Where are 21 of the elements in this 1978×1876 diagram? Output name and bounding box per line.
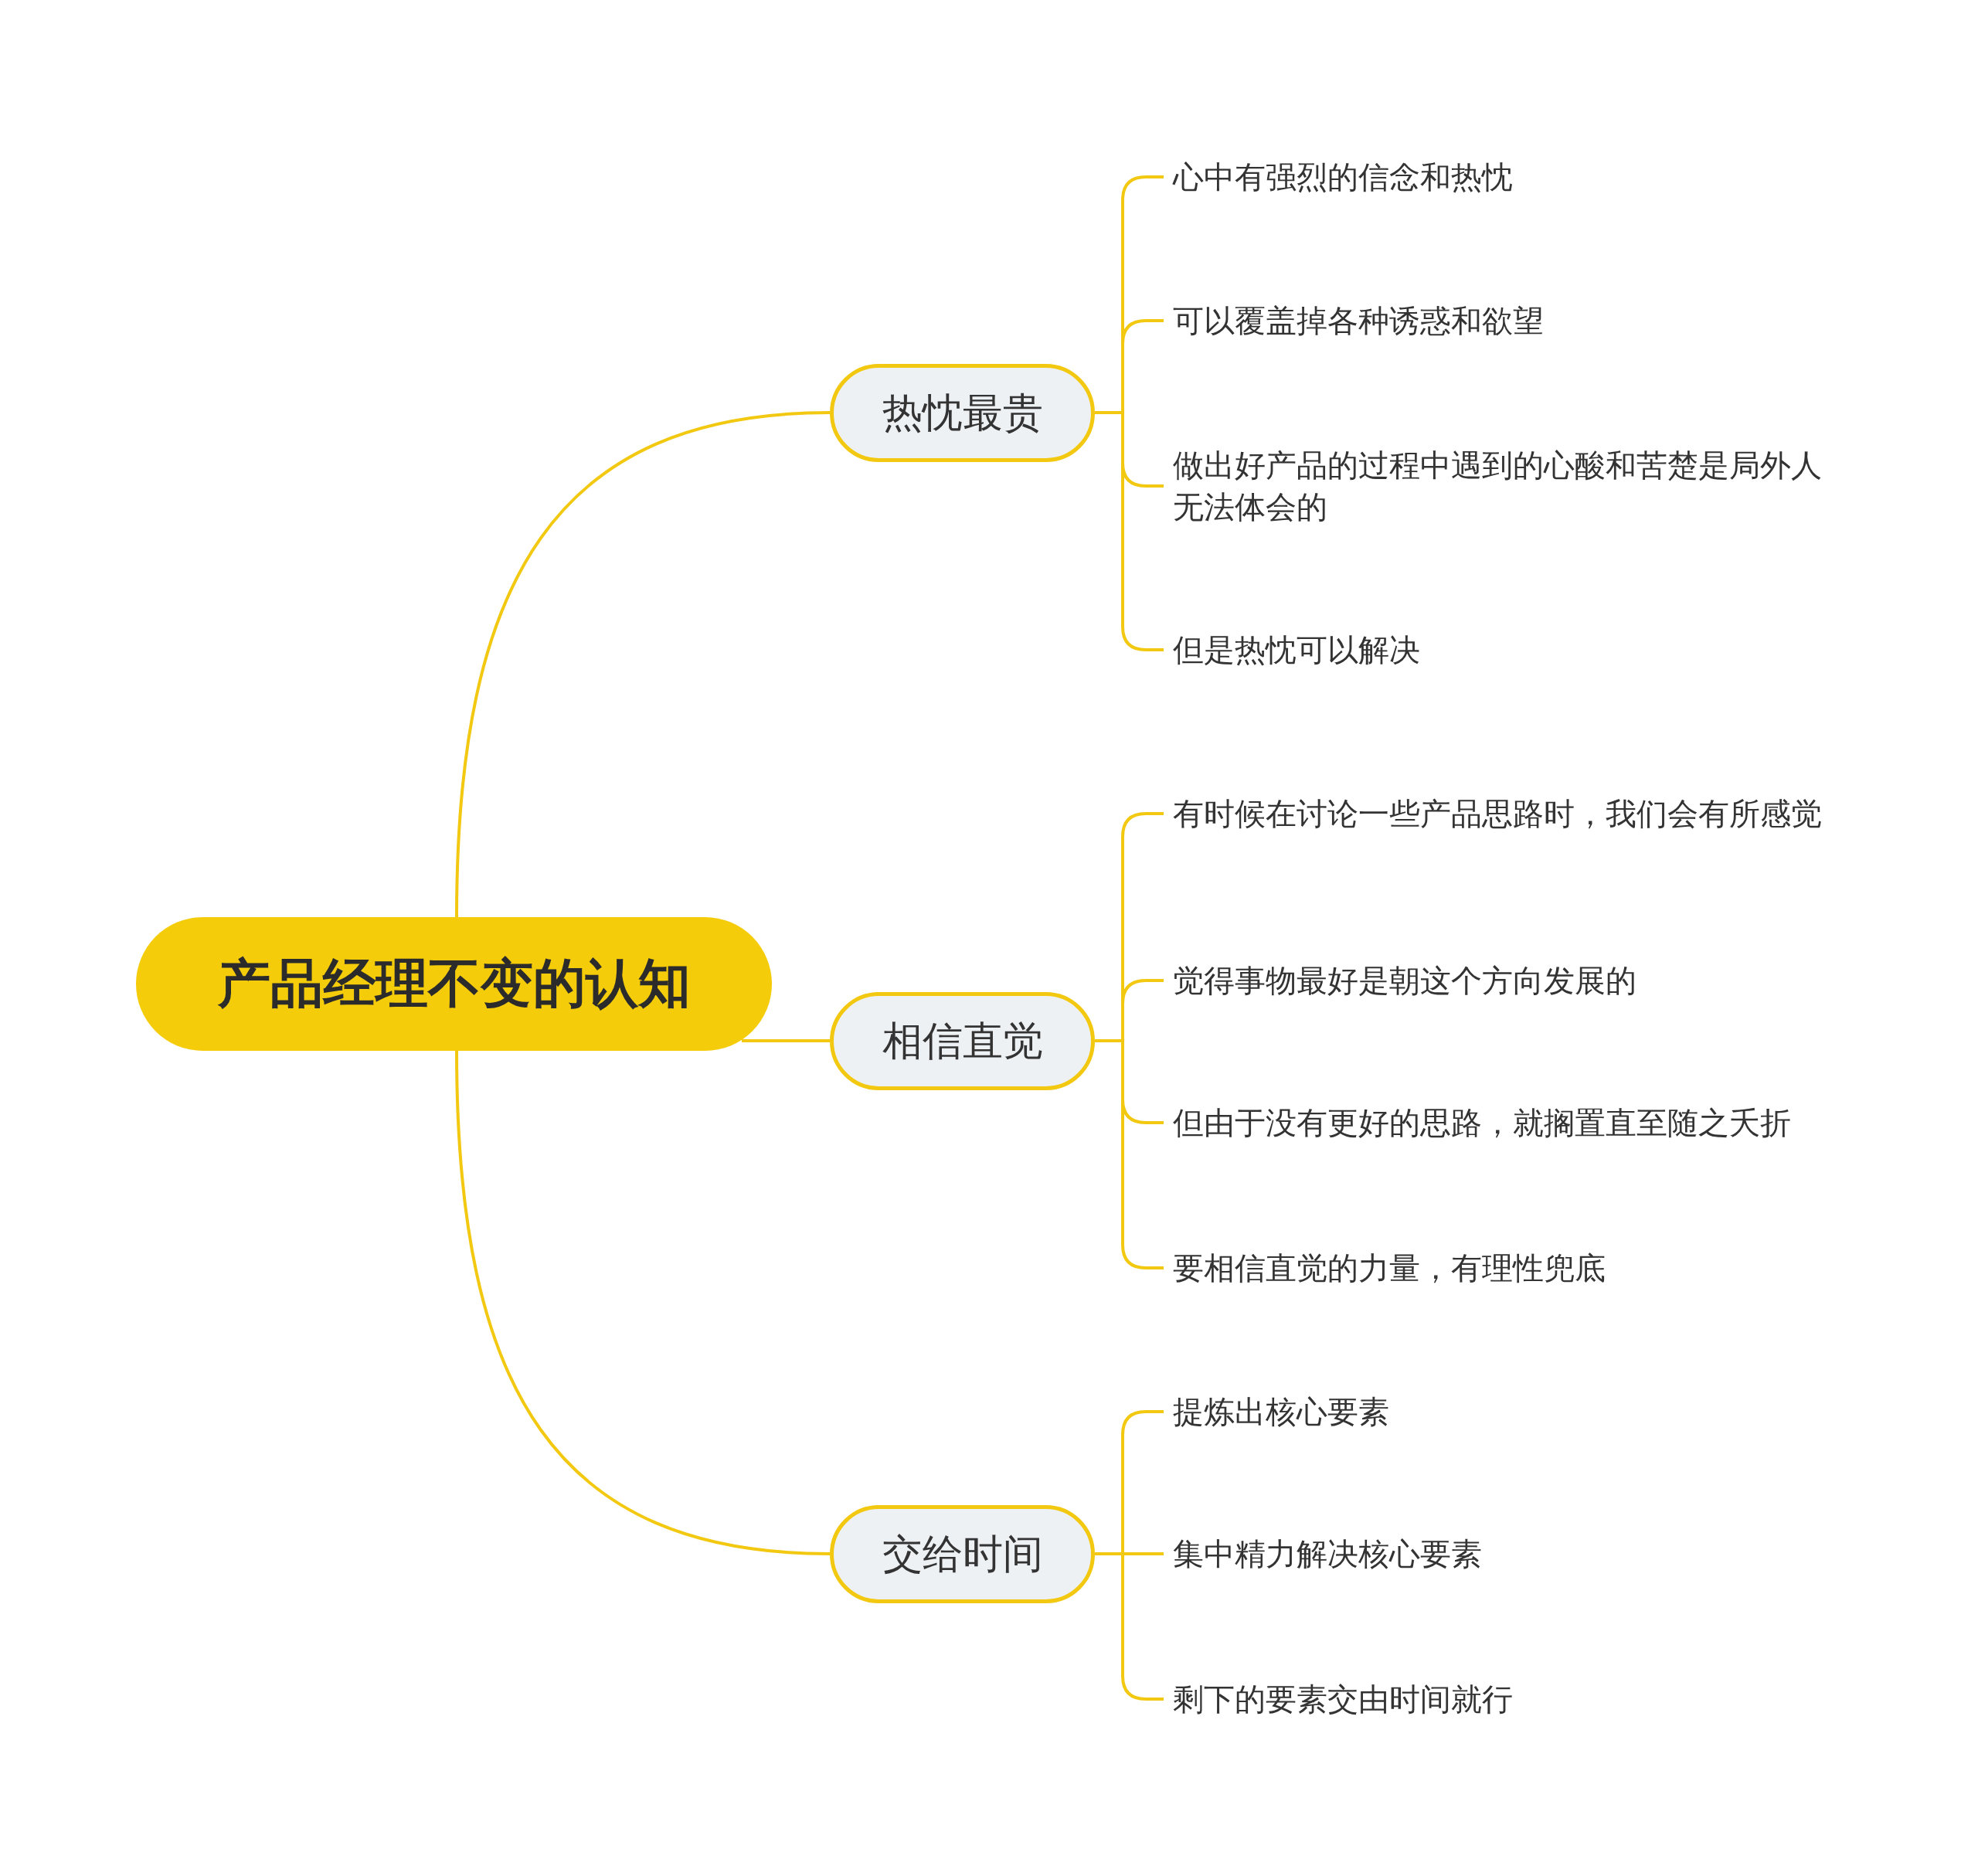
subtopic-text: 觉得事物最好是朝这个方向发展的 [1173, 960, 1837, 1001]
connector-line [742, 1039, 830, 1042]
subtopic-text: 剩下的要素交由时间就行 [1173, 1678, 1837, 1720]
subtopic-text: 但由于没有更好的思路，就搁置直至随之夭折 [1173, 1102, 1837, 1144]
subtopic-text: 心中有强烈的信念和热忱 [1173, 156, 1837, 198]
subtopic-text: 但是热忱可以解决 [1173, 629, 1837, 671]
topic-pill: 热忱最贵 [830, 364, 1095, 462]
connector-line [455, 1050, 831, 1555]
connector-line [455, 411, 831, 918]
topic-pill: 交给时间 [830, 1505, 1095, 1603]
connector-line [1095, 1039, 1164, 1269]
central-topic: 产品经理不变的认知 [136, 917, 772, 1051]
subtopic-text: 可以覆盖掉各种诱惑和欲望 [1173, 300, 1837, 342]
connector-line [1095, 1552, 1164, 1701]
subtopic-text: 集中精力解决核心要素 [1173, 1533, 1837, 1575]
subtopic-text: 提炼出核心要素 [1173, 1391, 1837, 1432]
connector-line [1095, 411, 1164, 651]
topic-pill: 相信直觉 [830, 992, 1095, 1090]
subtopic-text: 做出好产品的过程中遇到的心酸和苦楚是局外人无法体会的 [1173, 444, 1837, 528]
subtopic-text: 有时候在讨论一些产品思路时，我们会有所感觉 [1173, 793, 1837, 834]
subtopic-text: 要相信直觉的力量，有理性兜底 [1173, 1247, 1837, 1289]
